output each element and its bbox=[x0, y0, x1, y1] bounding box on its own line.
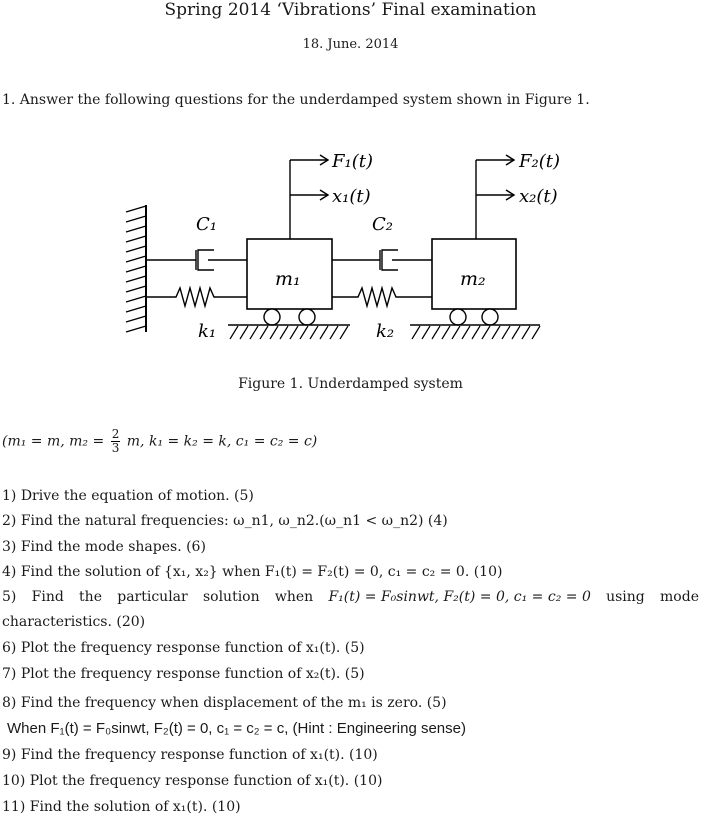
ground-2-hatching bbox=[411, 325, 541, 340]
damper-c1 bbox=[146, 249, 247, 271]
ground-1-hatching bbox=[229, 325, 349, 340]
item-9: 9) Find the frequency response function … bbox=[2, 747, 378, 763]
mass-m2 bbox=[431, 238, 517, 310]
label-x1: x₁(t) bbox=[332, 186, 371, 207]
item-8: 8) Find the frequency when displacement … bbox=[2, 695, 447, 711]
label-f1: F₁(t) bbox=[331, 151, 373, 172]
item-5-word: mode bbox=[660, 589, 699, 605]
exam-date: 18. June. 2014 bbox=[302, 37, 399, 52]
item-5-word: the bbox=[79, 589, 102, 605]
exam-title: Spring 2014 ‘Vibrations’ Final examinati… bbox=[164, 0, 537, 20]
label-k1: k₁ bbox=[198, 321, 216, 342]
item-5-word: 5) bbox=[2, 589, 17, 605]
label-x2: x₂(t) bbox=[519, 186, 558, 207]
item-6: 6) Plot the frequency response function … bbox=[2, 640, 365, 656]
item-5-word: solution bbox=[202, 589, 260, 605]
mass-m1 bbox=[246, 238, 333, 310]
wheel-m2-left bbox=[449, 308, 467, 326]
item-1: 1) Drive the equation of motion. (5) bbox=[2, 488, 254, 504]
item-3: 3) Find the mode shapes. (6) bbox=[2, 539, 206, 555]
label-c1: C₁ bbox=[196, 214, 217, 235]
item-5-word: using bbox=[606, 589, 645, 605]
arrows-m1 bbox=[289, 154, 330, 239]
wheel-m1-right bbox=[298, 308, 316, 326]
item-5-continued: characteristics. (20) bbox=[2, 614, 146, 630]
figure-caption: Figure 1. Underdamped system bbox=[238, 376, 463, 392]
wall-hatching bbox=[125, 205, 147, 333]
item-10: 10) Plot the frequency response function… bbox=[2, 773, 383, 789]
spring-k1 bbox=[146, 285, 247, 309]
when-condition: When F₁(t) = F₀sinwt, F₂(t) = 0, c₁ = c₂… bbox=[7, 720, 466, 737]
question-1: 1. Answer the following questions for th… bbox=[2, 92, 590, 108]
wheel-m1-left bbox=[263, 308, 281, 326]
label-k2: k₂ bbox=[376, 321, 394, 342]
damper-c2 bbox=[332, 249, 432, 271]
item-7: 7) Plot the frequency response function … bbox=[2, 666, 365, 682]
params-before: (m₁ = m, m₂ = bbox=[2, 433, 105, 450]
item-11: 11) Find the solution of x₁(t). (10) bbox=[2, 799, 241, 815]
item-4: 4) Find the solution of {x₁, x₂} when F₁… bbox=[2, 564, 503, 580]
figure-1-diagram: F₁(t) x₁(t) F₂(t) x₂(t) C₁ C₂ m₁ m₂ k₁ k… bbox=[125, 151, 560, 342]
params-after: m, k₁ = k₂ = k, c₁ = c₂ = c) bbox=[126, 433, 318, 450]
item-5-equation: F₁(t) = F₀sinwt, F₂(t) = 0, c₁ = c₂ = 0 bbox=[328, 589, 591, 605]
label-c2: C₂ bbox=[372, 214, 393, 235]
spring-k2 bbox=[332, 285, 432, 309]
arrows-m2 bbox=[475, 154, 516, 239]
item-2: 2) Find the natural frequencies: ω_n1, ω… bbox=[2, 513, 448, 529]
label-f2: F₂(t) bbox=[518, 151, 560, 172]
item-5-word: particular bbox=[117, 589, 188, 605]
label-m1: m₁ bbox=[275, 268, 301, 290]
frac-numerator: 2 bbox=[110, 427, 121, 442]
item-5-word: when bbox=[274, 589, 314, 605]
item-5: 5) Find the particular solution when F₁(… bbox=[2, 589, 699, 605]
parameter-definitions: (m₁ = m, m₂ = 2 3 m, k₁ = k₂ = k, c₁ = c… bbox=[2, 428, 317, 455]
params-fraction: 2 3 bbox=[110, 427, 121, 455]
label-m2: m₂ bbox=[460, 268, 486, 290]
wheel-m2-right bbox=[481, 308, 499, 326]
item-5-word: Find bbox=[31, 589, 64, 605]
frac-denominator: 3 bbox=[111, 441, 120, 455]
